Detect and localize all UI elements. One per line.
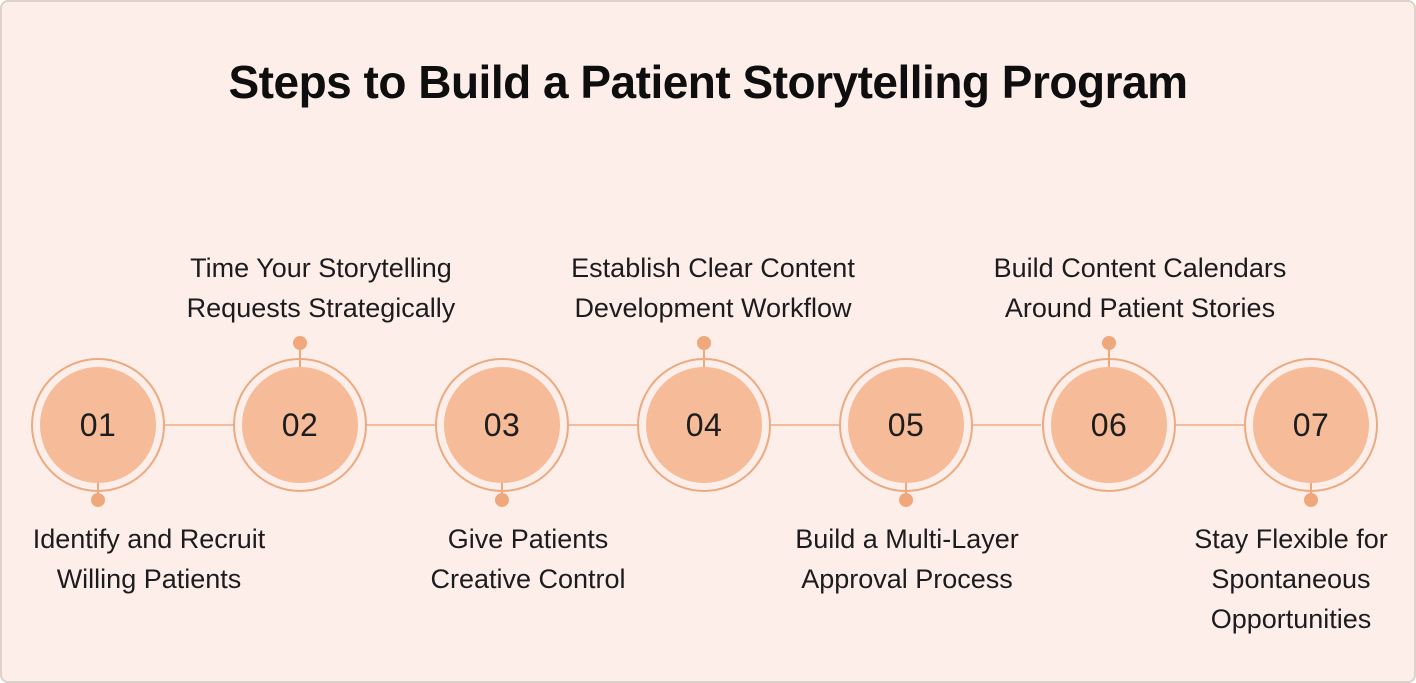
timeline-segment: [569, 424, 637, 426]
step-circle: 06: [1051, 367, 1167, 483]
step-label: Time Your Storytelling Requests Strategi…: [186, 253, 456, 323]
step-ring: [637, 358, 771, 492]
timeline-segment: [771, 424, 839, 426]
step-number: 01: [79, 406, 117, 443]
step-number: 07: [1292, 406, 1330, 443]
step-label: Stay Flexible for Spontaneous Opportunit…: [1194, 524, 1388, 634]
step-label: Give Patients Creative Control: [430, 524, 626, 594]
connector-dot: [495, 493, 509, 507]
connector-dot: [899, 493, 913, 507]
step-number: 04: [685, 406, 723, 443]
connector-dot: [1102, 336, 1116, 350]
step-ring: [839, 358, 973, 492]
step-label: Identify and Recruit Willing Patients: [32, 524, 266, 594]
step-number: 03: [483, 406, 521, 443]
step-ring: [435, 358, 569, 492]
connector-dot: [91, 493, 105, 507]
step-circle: 07: [1253, 367, 1369, 483]
step-number: 06: [1090, 406, 1128, 443]
step-circle: 04: [646, 367, 762, 483]
connector-dot: [1304, 493, 1318, 507]
timeline-segment: [367, 424, 435, 426]
step-circle: 03: [444, 367, 560, 483]
connector-dot: [293, 336, 307, 350]
page-title: Steps to Build a Patient Storytelling Pr…: [228, 56, 1188, 108]
step-label: Establish Clear Content Development Work…: [571, 253, 855, 323]
step-ring: [31, 358, 165, 492]
step-ring: [1042, 358, 1176, 492]
step-ring: [1244, 358, 1378, 492]
timeline-segment: [1176, 424, 1244, 426]
step-circle: 02: [242, 367, 358, 483]
step-circle: 01: [40, 367, 156, 483]
step-circle: 05: [848, 367, 964, 483]
step-label: Build a Multi-Layer Approval Process: [795, 524, 1019, 594]
timeline-segment: [973, 424, 1041, 426]
step-label: Build Content Calendars Around Patient S…: [993, 253, 1287, 323]
step-ring: [233, 358, 367, 492]
step-number: 05: [887, 406, 925, 443]
step-number: 02: [281, 406, 319, 443]
timeline-segment: [165, 424, 233, 426]
connector-dot: [697, 336, 711, 350]
